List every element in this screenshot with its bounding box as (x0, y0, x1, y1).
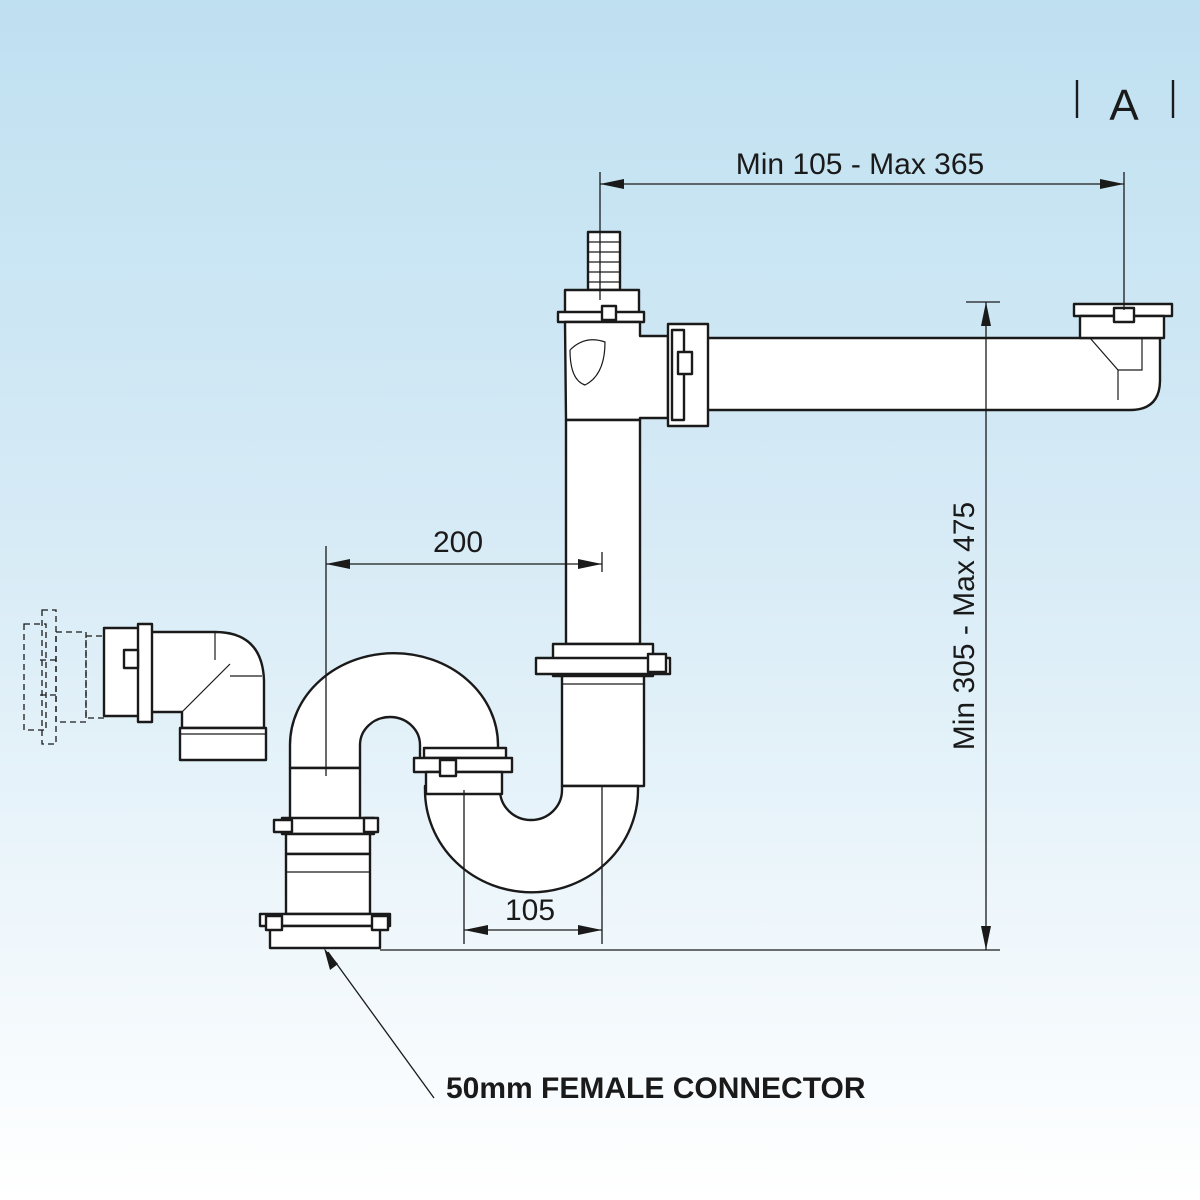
s-bend (288, 652, 500, 770)
dimension-top-label: Min 105 - Max 365 (736, 148, 984, 181)
mid-connector (412, 746, 514, 796)
left-leg (258, 766, 392, 950)
view-label: A (1109, 81, 1139, 130)
dimension-top: Min 105 - Max 365 (599, 148, 1125, 310)
dimension-105-label: 105 (505, 894, 555, 927)
dimension-vertical-label: Min 305 - Max 475 (948, 502, 981, 750)
dimension-105: 105 (463, 786, 603, 944)
tee-junction (556, 230, 710, 428)
vertical-nut (534, 642, 672, 788)
dimension-vertical: Min 305 - Max 475 (948, 301, 1000, 950)
callout-label: 50mm FEMALE CONNECTOR (446, 1072, 866, 1105)
connector-callout: 50mm FEMALE CONNECTOR (324, 948, 866, 1105)
waste-arm (698, 302, 1174, 412)
vertical-tube (564, 418, 642, 646)
dimension-200: 200 (325, 526, 603, 776)
view-marker: A (1075, 80, 1175, 130)
u-bend (423, 784, 640, 894)
dimension-200-label: 200 (433, 526, 483, 559)
side-elbow-part (23, 609, 268, 762)
